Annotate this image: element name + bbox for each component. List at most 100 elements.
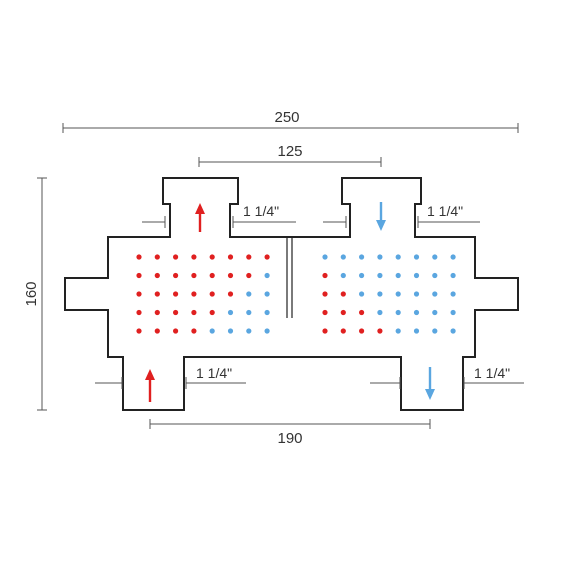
hot-dot bbox=[191, 309, 197, 316]
hot-dot bbox=[340, 309, 346, 316]
hot-dot bbox=[340, 328, 346, 334]
hot-dot bbox=[154, 309, 160, 316]
cold-dot bbox=[264, 272, 270, 279]
hot-dot bbox=[173, 328, 179, 334]
cold-dot bbox=[450, 272, 456, 279]
hot-dot bbox=[209, 291, 215, 297]
cold-dot bbox=[246, 291, 252, 297]
cold-dot bbox=[413, 309, 420, 316]
connection-top-left-label: 1 1/4" bbox=[243, 203, 279, 219]
cold-dot bbox=[209, 328, 215, 334]
cold-dot bbox=[413, 328, 420, 334]
hot-dot bbox=[322, 309, 328, 316]
hot-dot bbox=[227, 291, 234, 297]
hot-dot bbox=[136, 291, 142, 297]
connection-bottom-left-label: 1 1/4" bbox=[196, 365, 232, 381]
connection-bottom-right-label: 1 1/4" bbox=[474, 365, 510, 381]
cold-dot bbox=[340, 254, 346, 260]
hot-dot bbox=[264, 254, 270, 260]
height-label: 160 bbox=[23, 281, 40, 306]
hot-dot bbox=[246, 254, 252, 260]
connection-top-right-label: 1 1/4" bbox=[427, 203, 463, 219]
hot-dot bbox=[173, 309, 179, 316]
cold-dot bbox=[377, 309, 383, 316]
hot-dot bbox=[154, 328, 160, 334]
hot-dot bbox=[322, 328, 328, 334]
cold-dot bbox=[227, 328, 234, 334]
cold-dot bbox=[413, 272, 420, 279]
cold-dot bbox=[377, 291, 383, 297]
cold-dot bbox=[432, 272, 438, 279]
cold-dot bbox=[395, 309, 401, 316]
cold-dot bbox=[395, 328, 401, 334]
hot-dot bbox=[209, 309, 215, 316]
hot-dot bbox=[136, 272, 142, 279]
hot-dot bbox=[359, 309, 365, 316]
hot-dot bbox=[359, 328, 365, 334]
hot-dot bbox=[209, 272, 215, 279]
hot-dot bbox=[191, 291, 197, 297]
cold-dot bbox=[432, 291, 438, 297]
overall-width-label: 250 bbox=[274, 109, 299, 126]
hot-dot bbox=[191, 254, 197, 260]
cold-dot bbox=[432, 254, 438, 260]
hot-dot bbox=[227, 254, 234, 260]
cold-dot bbox=[264, 291, 270, 297]
hot-dot bbox=[322, 272, 328, 279]
bottom-spacing-dimension: 190 bbox=[149, 419, 431, 447]
connection-top-right: 1 1/4" bbox=[323, 203, 480, 228]
height-dimension: 160 bbox=[23, 177, 47, 411]
hot-dot bbox=[136, 328, 142, 334]
cold-dot bbox=[377, 272, 383, 279]
cold-dot bbox=[264, 309, 270, 316]
cold-dot bbox=[450, 291, 456, 297]
cold-dot bbox=[227, 309, 234, 316]
flow-arrow-top-right-down-icon bbox=[376, 202, 386, 231]
flow-arrow-bottom-right-down-icon bbox=[425, 367, 435, 400]
hot-dot bbox=[154, 272, 160, 279]
central-divider bbox=[286, 238, 293, 318]
cold-dot bbox=[340, 272, 346, 279]
cold-dot bbox=[322, 254, 328, 260]
cold-dot bbox=[413, 291, 420, 297]
cold-chamber-dots bbox=[322, 254, 456, 334]
hot-dot bbox=[173, 272, 179, 279]
top-spacing-dimension: 125 bbox=[198, 143, 382, 167]
cold-dot bbox=[450, 309, 456, 316]
cold-dot bbox=[246, 328, 252, 334]
flow-arrow-bottom-left-up-icon bbox=[145, 369, 155, 402]
hot-dot bbox=[154, 254, 160, 260]
cold-dot bbox=[432, 328, 438, 334]
flow-arrow-top-left-up-icon bbox=[195, 203, 205, 232]
hot-dot bbox=[136, 254, 142, 260]
hot-dot bbox=[191, 328, 197, 334]
cold-dot bbox=[395, 254, 401, 260]
hot-dot bbox=[191, 272, 197, 279]
cold-dot bbox=[450, 254, 456, 260]
hot-dot bbox=[209, 254, 215, 260]
cold-dot bbox=[395, 291, 401, 297]
hot-dot bbox=[377, 328, 383, 334]
connection-top-left: 1 1/4" bbox=[142, 203, 296, 228]
connection-bottom-left: 1 1/4" bbox=[95, 365, 246, 389]
hot-dot bbox=[340, 291, 346, 297]
cold-dot bbox=[450, 328, 456, 334]
cold-dot bbox=[359, 254, 365, 260]
cold-dot bbox=[359, 291, 365, 297]
hot-dot bbox=[154, 291, 160, 297]
bottom-spacing-label: 190 bbox=[277, 430, 302, 447]
hot-dot bbox=[173, 254, 179, 260]
cold-dot bbox=[395, 272, 401, 279]
connection-bottom-right: 1 1/4" bbox=[370, 365, 524, 389]
top-spacing-label: 125 bbox=[277, 143, 302, 160]
flow-arrows bbox=[145, 202, 435, 402]
cold-dot bbox=[264, 328, 270, 334]
overall-width-dimension: 250 bbox=[62, 109, 519, 133]
hot-dot bbox=[136, 309, 142, 316]
hot-chamber-dots bbox=[136, 254, 270, 334]
hot-dot bbox=[227, 272, 234, 279]
hot-dot bbox=[322, 291, 328, 297]
cold-dot bbox=[246, 309, 252, 316]
hot-dot bbox=[173, 291, 179, 297]
